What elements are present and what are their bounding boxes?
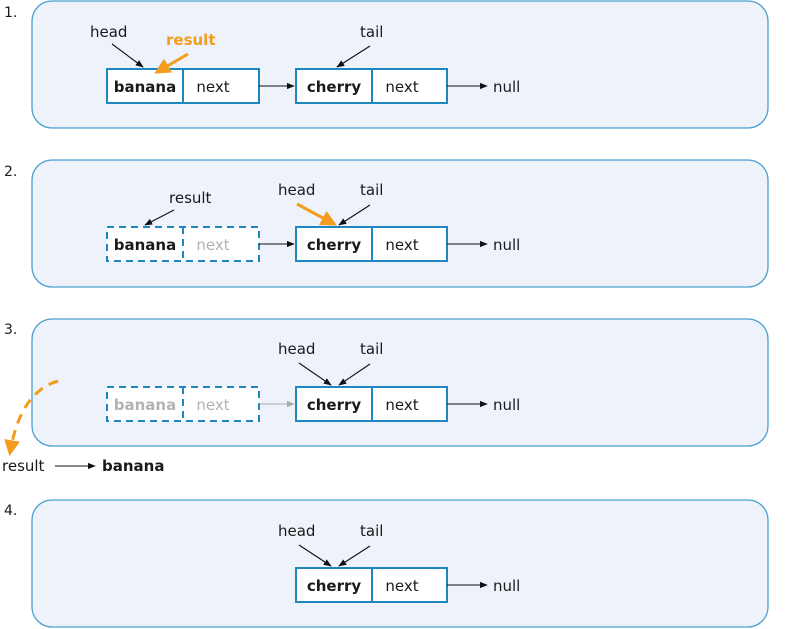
returned-result-label: result [2,457,45,475]
head-pointer [111,43,144,68]
node-value: cherry [307,577,362,595]
result-pointer [154,52,189,74]
tail-pointer [336,45,371,68]
step-3: 3. banana next cherry next null head tai… [2,318,769,475]
node-value: banana [114,78,176,96]
step-number: 1. [4,5,17,21]
null-label: null [493,577,520,595]
tail-label: tail [360,522,383,540]
step-4: 4. cherry next null head tail [4,499,769,628]
step-number: 3. [4,322,17,338]
tail-pointer [338,363,371,386]
node-cherry: cherry next [295,226,448,262]
result-pointer [144,209,175,226]
head-pointer [296,202,337,226]
step-2: 2. banana next cherry next null result h… [4,159,769,288]
node-next: next [385,577,418,595]
node-cherry: cherry next [295,386,448,422]
step-panel [31,499,769,628]
head-label: head [90,23,127,41]
null-label: null [493,396,520,414]
head-label: head [278,522,315,540]
null-label: null [493,236,520,254]
head-pointer [298,544,332,567]
node-banana: banana next [106,68,260,104]
node-value: cherry [307,236,362,254]
node-value: cherry [307,396,362,414]
null-label: null [493,78,520,96]
head-label: head [278,181,315,199]
node-value: banana [114,236,176,254]
return-arrow [4,379,59,457]
tail-label: tail [360,181,383,199]
tail-pointer [338,545,371,567]
returned-value: banana [102,457,164,475]
step-panel [31,159,769,288]
head-label: head [278,340,315,358]
node-next: next [385,78,418,96]
node-next: next [196,78,229,96]
node-next: next [196,396,229,414]
step-1: 1. banana next cherry next null head res… [4,0,769,129]
node-value: cherry [307,78,362,96]
node-next: next [196,236,229,254]
node-cherry: cherry next [295,68,448,104]
tail-label: tail [360,340,383,358]
node-banana-removed: banana next [106,386,260,422]
result-label: result [166,31,216,49]
node-next: next [385,236,418,254]
step-panel [31,318,769,447]
result-label: result [169,189,212,207]
node-cherry: cherry next [295,567,448,603]
head-pointer [298,362,332,386]
step-number: 4. [4,503,17,519]
node-banana-detached: banana next [106,226,260,262]
node-value: banana [114,396,176,414]
step-panel [31,0,769,129]
node-next: next [385,396,418,414]
tail-label: tail [360,23,383,41]
step-number: 2. [4,164,17,180]
tail-pointer [338,204,371,226]
